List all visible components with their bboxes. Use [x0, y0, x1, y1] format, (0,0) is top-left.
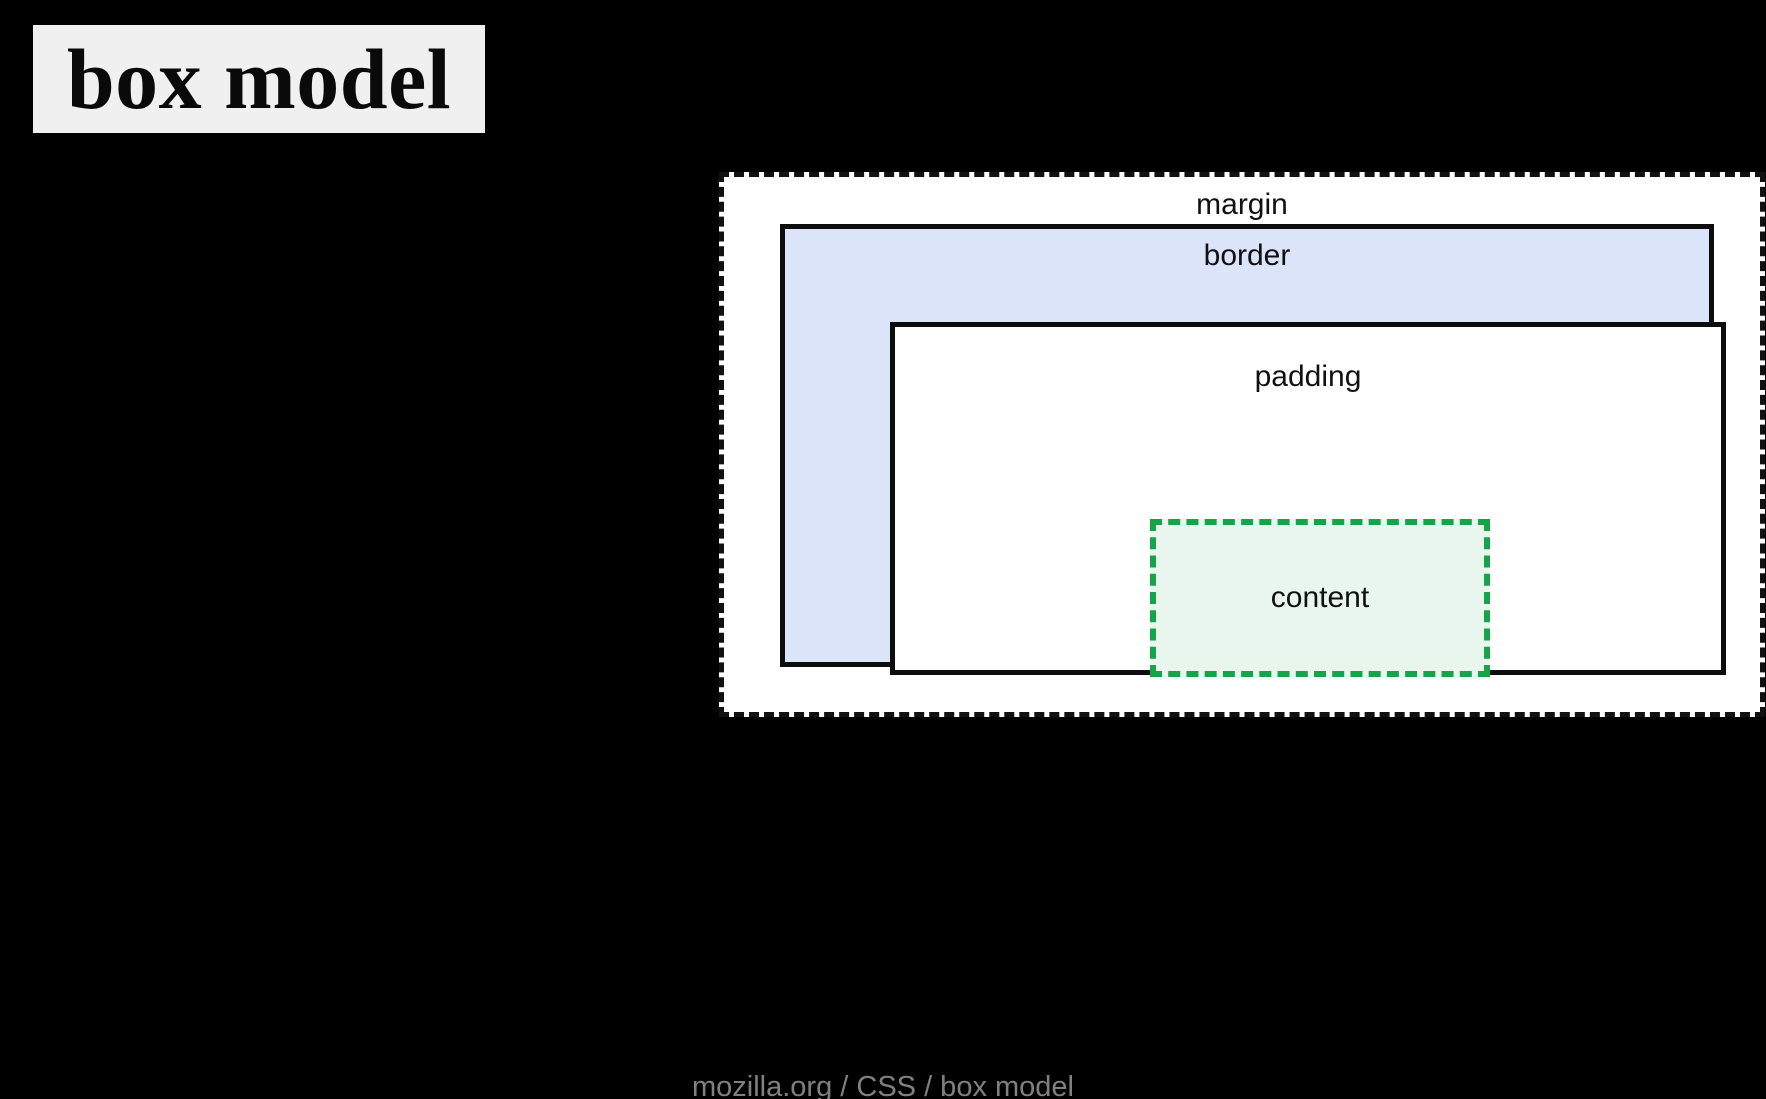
margin-box: margin border padding content — [719, 172, 1765, 717]
content-label: content — [1270, 581, 1370, 614]
border-box: border padding content — [780, 224, 1726, 677]
bottom-caption: mozilla.org / CSS / box model — [692, 1073, 1074, 1099]
padding-label: padding — [1254, 360, 1362, 393]
margin-label: margin — [1196, 188, 1288, 221]
page-title: box model — [66, 31, 452, 127]
box-model-diagram: margin border padding content — [719, 172, 1765, 717]
border-label: border — [1203, 239, 1291, 272]
page-title-block: box model — [33, 25, 485, 133]
content-box: content — [1150, 519, 1490, 677]
padding-box: padding content — [890, 322, 1726, 677]
